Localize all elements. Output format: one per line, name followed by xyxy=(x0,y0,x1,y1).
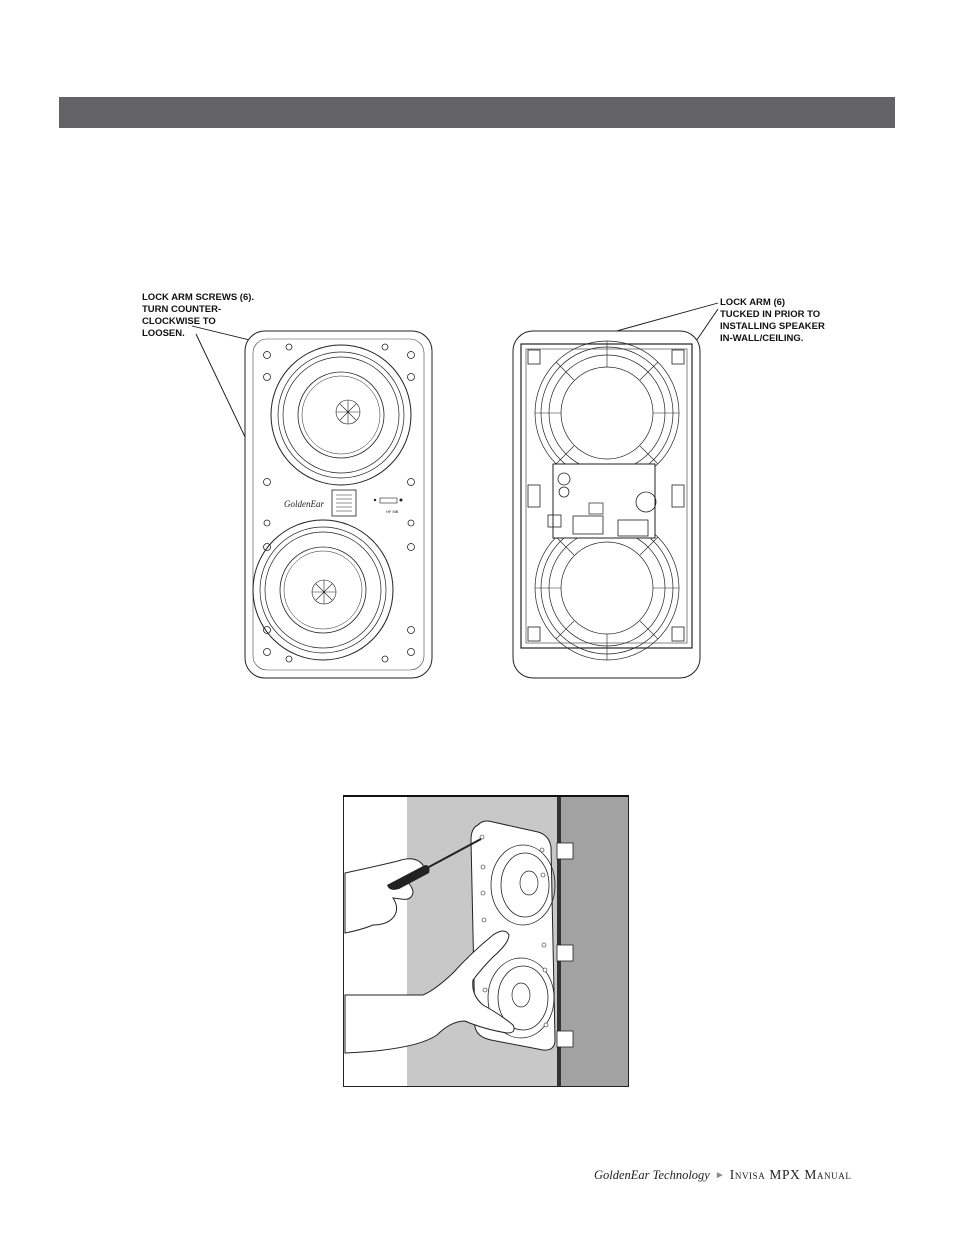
switch-label: HF MB xyxy=(386,509,399,514)
footer-manual-title: Invisa MPX Manual xyxy=(729,1167,852,1182)
callout-lock-arm: LOCK ARM (6) TUCKED IN PRIOR TO INSTALLI… xyxy=(720,297,825,344)
footer-brand: GoldenEar Technology xyxy=(594,1168,710,1182)
speaker-front-view: GoldenEar HF MB xyxy=(244,330,433,679)
footer-arrow-icon: ► xyxy=(714,1170,725,1181)
callout-lock-arm-screws: LOCK ARM SCREWS (6). TURN COUNTER- CLOCK… xyxy=(142,292,255,339)
logo-text: GoldenEar xyxy=(284,499,324,509)
page-footer: GoldenEar Technology ► Invisa MPX Manual xyxy=(594,1167,851,1183)
leader-lines xyxy=(191,302,719,482)
installation-illustration xyxy=(343,795,629,1087)
speaker-rear-view xyxy=(512,330,701,679)
section-header-bar xyxy=(59,97,895,128)
